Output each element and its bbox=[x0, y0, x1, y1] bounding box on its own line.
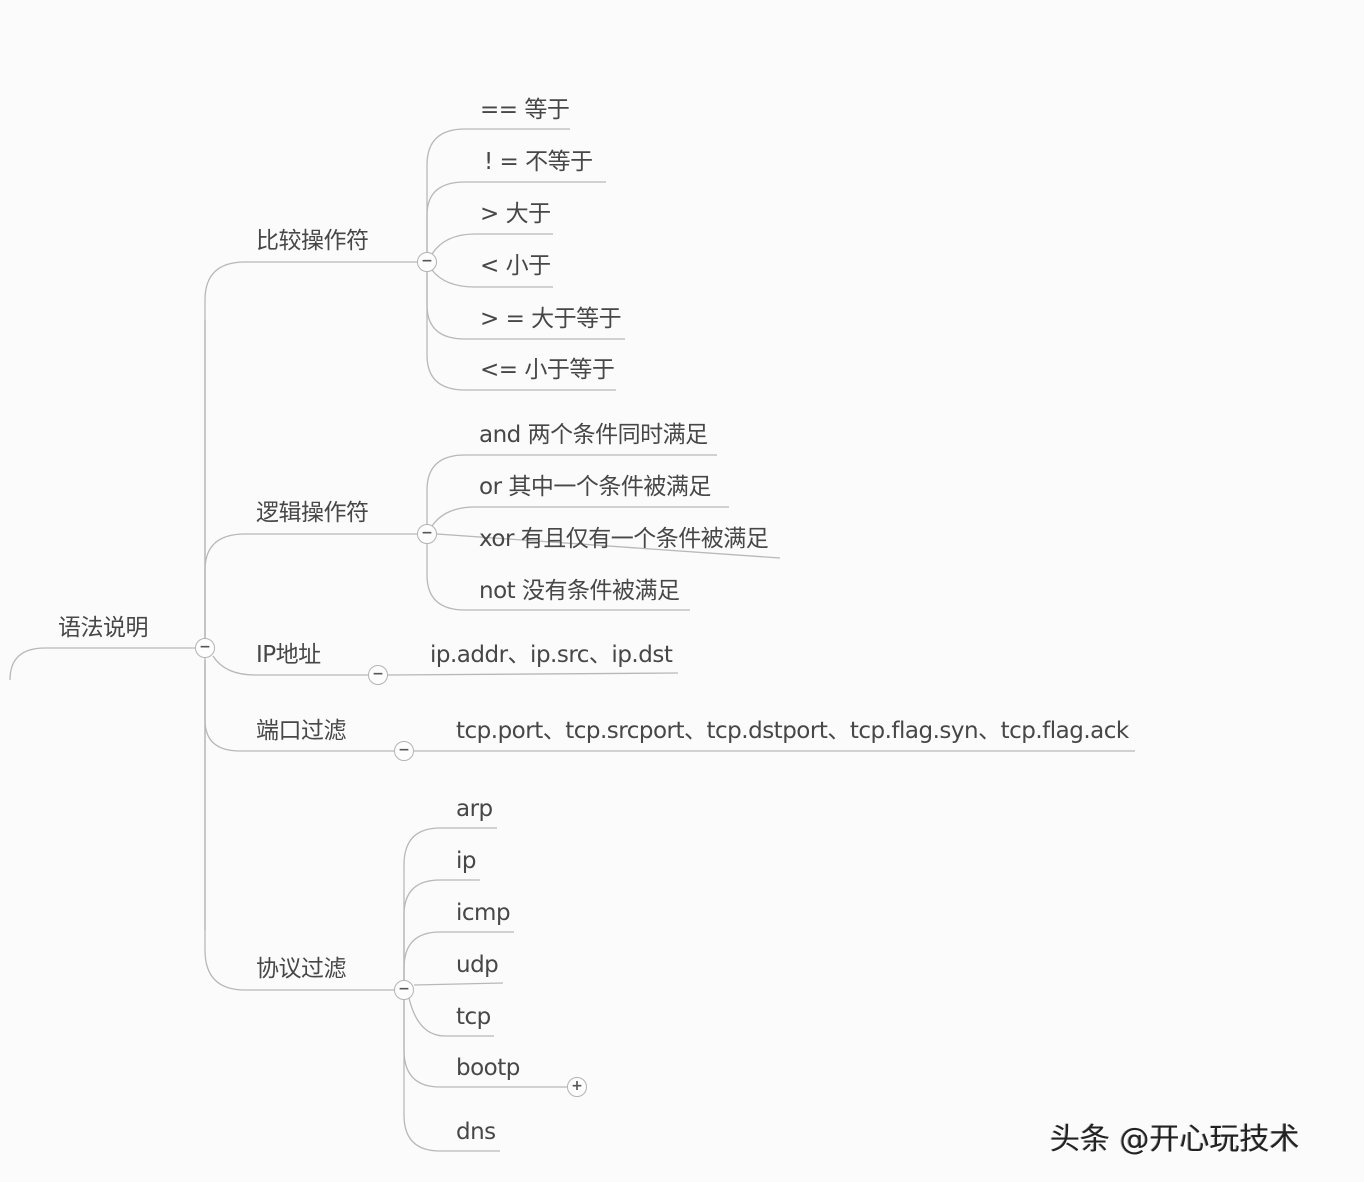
leaf-ip[interactable]: ip bbox=[456, 848, 477, 874]
leaf-tcp[interactable]: tcp bbox=[456, 1004, 491, 1030]
minus-icon: − bbox=[398, 981, 410, 997]
branch-logical-operators[interactable]: 逻辑操作符 bbox=[256, 500, 369, 526]
leaf-and[interactable]: and 两个条件同时满足 bbox=[479, 422, 708, 448]
leaf-ip-fields[interactable]: ip.addr、ip.src、ip.dst bbox=[430, 642, 673, 668]
leaf-arp[interactable]: arp bbox=[456, 796, 493, 822]
minus-icon: − bbox=[398, 742, 410, 758]
leaf-icmp[interactable]: icmp bbox=[456, 900, 511, 926]
minus-icon: − bbox=[421, 253, 433, 269]
plus-icon: + bbox=[571, 1078, 583, 1094]
leaf-not-equal[interactable]: ! = 不等于 bbox=[484, 149, 593, 175]
minus-icon: − bbox=[372, 666, 384, 682]
leaf-or[interactable]: or 其中一个条件被满足 bbox=[479, 474, 711, 500]
root-node-label[interactable]: 语法说明 bbox=[58, 615, 149, 641]
leaf-greater-equal[interactable]: > = 大于等于 bbox=[480, 306, 622, 332]
branch-protocol-filter[interactable]: 协议过滤 bbox=[256, 956, 347, 982]
leaf-equal[interactable]: == 等于 bbox=[480, 97, 570, 123]
minus-icon: − bbox=[199, 639, 211, 655]
port-collapse-toggle[interactable]: − bbox=[394, 741, 414, 761]
root-collapse-toggle[interactable]: − bbox=[195, 638, 215, 658]
leaf-less-than[interactable]: < 小于 bbox=[480, 253, 551, 279]
leaf-udp[interactable]: udp bbox=[456, 952, 499, 978]
bootp-expand-toggle[interactable]: + bbox=[567, 1077, 587, 1097]
leaf-tcp-fields[interactable]: tcp.port、tcp.srcport、tcp.dstport、tcp.fla… bbox=[456, 718, 1129, 744]
leaf-greater-than[interactable]: > 大于 bbox=[480, 201, 551, 227]
minus-icon: − bbox=[421, 525, 433, 541]
leaf-bootp[interactable]: bootp bbox=[456, 1055, 520, 1081]
leaf-xor[interactable]: xor 有且仅有一个条件被满足 bbox=[479, 526, 769, 552]
protocol-collapse-toggle[interactable]: − bbox=[394, 980, 414, 1000]
watermark: 头条 @开心玩技术 bbox=[1050, 1122, 1300, 1157]
logical-collapse-toggle[interactable]: − bbox=[417, 524, 437, 544]
leaf-not[interactable]: not 没有条件被满足 bbox=[479, 578, 680, 604]
branch-ip-address[interactable]: IP地址 bbox=[256, 642, 321, 668]
ip-collapse-toggle[interactable]: − bbox=[368, 665, 388, 685]
branch-port-filter[interactable]: 端口过滤 bbox=[256, 718, 347, 744]
leaf-dns[interactable]: dns bbox=[456, 1119, 496, 1145]
comparison-collapse-toggle[interactable]: − bbox=[417, 252, 437, 272]
branch-comparison-operators[interactable]: 比较操作符 bbox=[256, 228, 369, 254]
leaf-less-equal[interactable]: <= 小于等于 bbox=[480, 357, 615, 383]
